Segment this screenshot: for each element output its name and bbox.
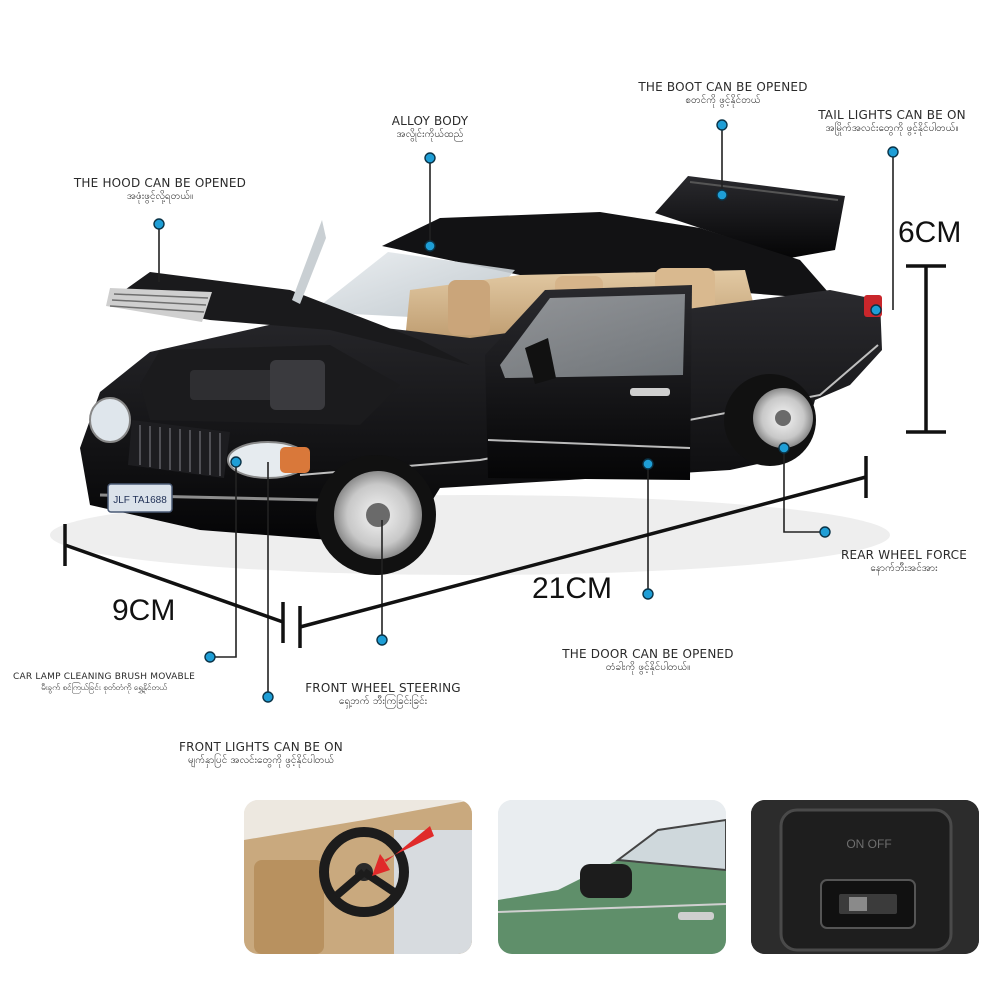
mirror-shape: [580, 864, 632, 898]
label-door: THE DOOR CAN BE OPENED တံခါးကို ဖွင့်နို…: [555, 647, 741, 675]
label-alloy-my: အလွိုင်းကိုယ်ထည်: [396, 129, 464, 140]
label-door-en: THE DOOR CAN BE OPENED: [562, 647, 734, 661]
label-front-lights: FRONT LIGHTS CAN BE ON မျက်နှာပြင် အလင်း…: [160, 740, 362, 768]
label-boot-my: စတင်ကို ဖွင့်နိုင်တယ်: [685, 95, 761, 106]
label-boot-en: THE BOOT CAN BE OPENED: [638, 80, 808, 94]
headlight-left: [89, 397, 131, 443]
label-tail-lights: TAIL LIGHTS CAN BE ON အမြိုက်အလင်းတွေကို…: [800, 108, 984, 136]
thumb-power-switch: ON OFF: [751, 800, 979, 954]
label-rear-wheel: REAR WHEEL FORCE နောက်ဘီးအင်အား: [830, 548, 978, 576]
label-brush: CAR LAMP CLEANING BRUSH MOVABLE မီးခွက် …: [8, 672, 200, 693]
steering-wheel-photo: [244, 800, 472, 954]
switch-toggle: [849, 897, 867, 911]
label-steering-en: FRONT WHEEL STEERING: [305, 681, 461, 695]
label-steering: FRONT WHEEL STEERING ရှေ့ဘက် ဘီးကြခြင်းခ…: [300, 681, 466, 709]
callout-dots: [153, 119, 899, 703]
front-grille: [106, 288, 212, 322]
dimension-width: 9CM: [112, 594, 176, 627]
label-front-lights-en: FRONT LIGHTS CAN BE ON: [179, 740, 343, 754]
label-boot: THE BOOT CAN BE OPENED စတင်ကို ဖွင့်နိုင…: [630, 80, 816, 108]
front-wheel: [316, 455, 436, 575]
label-brush-my: မီးခွက် စင်ကြယ်ခြင်း စုတ်တံကို ရွှေ့နိုင…: [41, 683, 167, 693]
label-brush-en: CAR LAMP CLEANING BRUSH MOVABLE: [13, 672, 195, 682]
label-alloy-body: ALLOY BODY အလွိုင်းကိုယ်ထည်: [360, 114, 500, 142]
car-illustration: JLF TA1688: [50, 119, 946, 703]
label-hood: THE HOOD CAN BE OPENED အဖုံးဖွင့်လို့ရတယ…: [60, 176, 260, 204]
license-plate-bg: [107, 483, 173, 513]
label-rear-wheel-my: နောက်ဘီးအင်အား: [870, 563, 938, 574]
license-plate-text: JLF TA1688: [113, 495, 167, 506]
label-door-my: တံခါးကို ဖွင့်နိုင်ပါတယ်။: [605, 662, 691, 673]
thumb-side-mirror: [498, 800, 726, 954]
dimension-length: 21CM: [532, 572, 613, 605]
switch-label: ON OFF: [846, 837, 891, 851]
red-arrow-icon: [372, 826, 434, 876]
switch-photo: ON OFF: [751, 800, 979, 954]
side-mirror-photo: [498, 800, 726, 954]
label-tail-my: အမြိုက်အလင်းတွေကို ဖွင့်နိုင်ပါတယ်။: [825, 123, 959, 134]
label-hood-en: THE HOOD CAN BE OPENED: [73, 176, 247, 190]
label-tail-en: TAIL LIGHTS CAN BE ON: [818, 108, 966, 122]
thumb-steering-wheel: [244, 800, 472, 954]
label-alloy-en: ALLOY BODY: [391, 114, 469, 128]
dimension-height: 6CM: [898, 216, 962, 249]
label-front-lights-my: မျက်နှာပြင် အလင်းတွေကို ဖွင့်နိုင်ပါတယ်: [187, 755, 335, 766]
label-steering-my: ရှေ့ဘက် ဘီးကြခြင်းခြင်း: [338, 696, 428, 707]
trunk-lid: [655, 176, 845, 258]
label-hood-my: အဖုံးဖွင့်လို့ရတယ်။: [126, 191, 194, 202]
dimension-lines: [63, 264, 946, 648]
callout-lines: [158, 125, 894, 697]
label-rear-wheel-en: REAR WHEEL FORCE: [840, 548, 968, 562]
rear-wheel: [724, 374, 816, 466]
